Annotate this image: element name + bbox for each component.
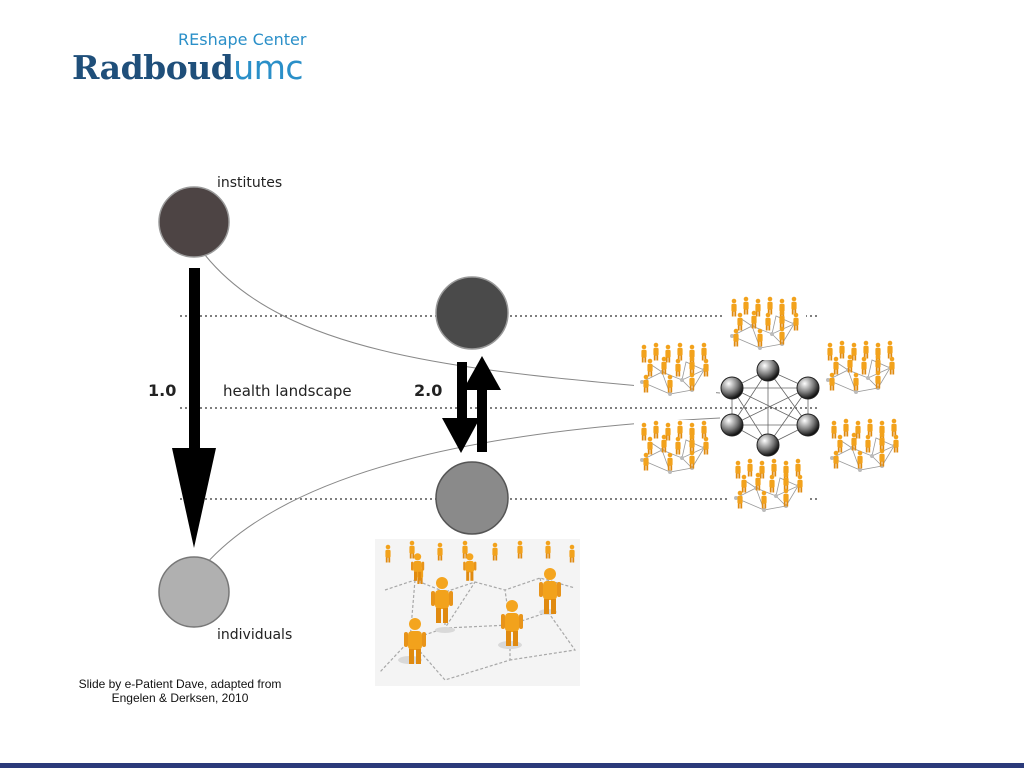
- individuals-node-2: [435, 461, 509, 535]
- bottom-node-label: individuals: [217, 627, 292, 643]
- slide-credit: Slide by e-Patient Dave, adapted from En…: [60, 677, 300, 705]
- level-label-1: 1.0: [148, 381, 176, 400]
- level-label-2: 2.0: [414, 381, 442, 400]
- institutes-node: [158, 186, 230, 258]
- logo-name-main: Radboud: [72, 48, 234, 87]
- individuals-node: [158, 556, 230, 628]
- people-network-icon: [375, 539, 580, 686]
- middle-label: health landscape: [223, 382, 352, 400]
- footer-bar: [0, 763, 1024, 768]
- credit-line-1: Slide by e-Patient Dave, adapted from: [78, 677, 282, 691]
- arrow-up-icon: [463, 356, 501, 452]
- institutes-node-2: [435, 276, 509, 350]
- arrow-down-icon: [172, 268, 216, 548]
- network-hub-icon: [720, 358, 820, 457]
- people-network-icon: [634, 296, 906, 522]
- logo-subtitle: REshape Center: [178, 30, 307, 49]
- logo: REshape Center Radboudumc: [72, 30, 312, 90]
- credit-line-2: Engelen & Derksen, 2010: [111, 691, 249, 705]
- top-node-label: institutes: [217, 175, 282, 191]
- arrow-down-icon: [442, 362, 480, 453]
- connector-curves: [204, 254, 721, 566]
- logo-name-accent: umc: [233, 48, 304, 87]
- logo-wordmark: Radboudumc: [72, 48, 304, 87]
